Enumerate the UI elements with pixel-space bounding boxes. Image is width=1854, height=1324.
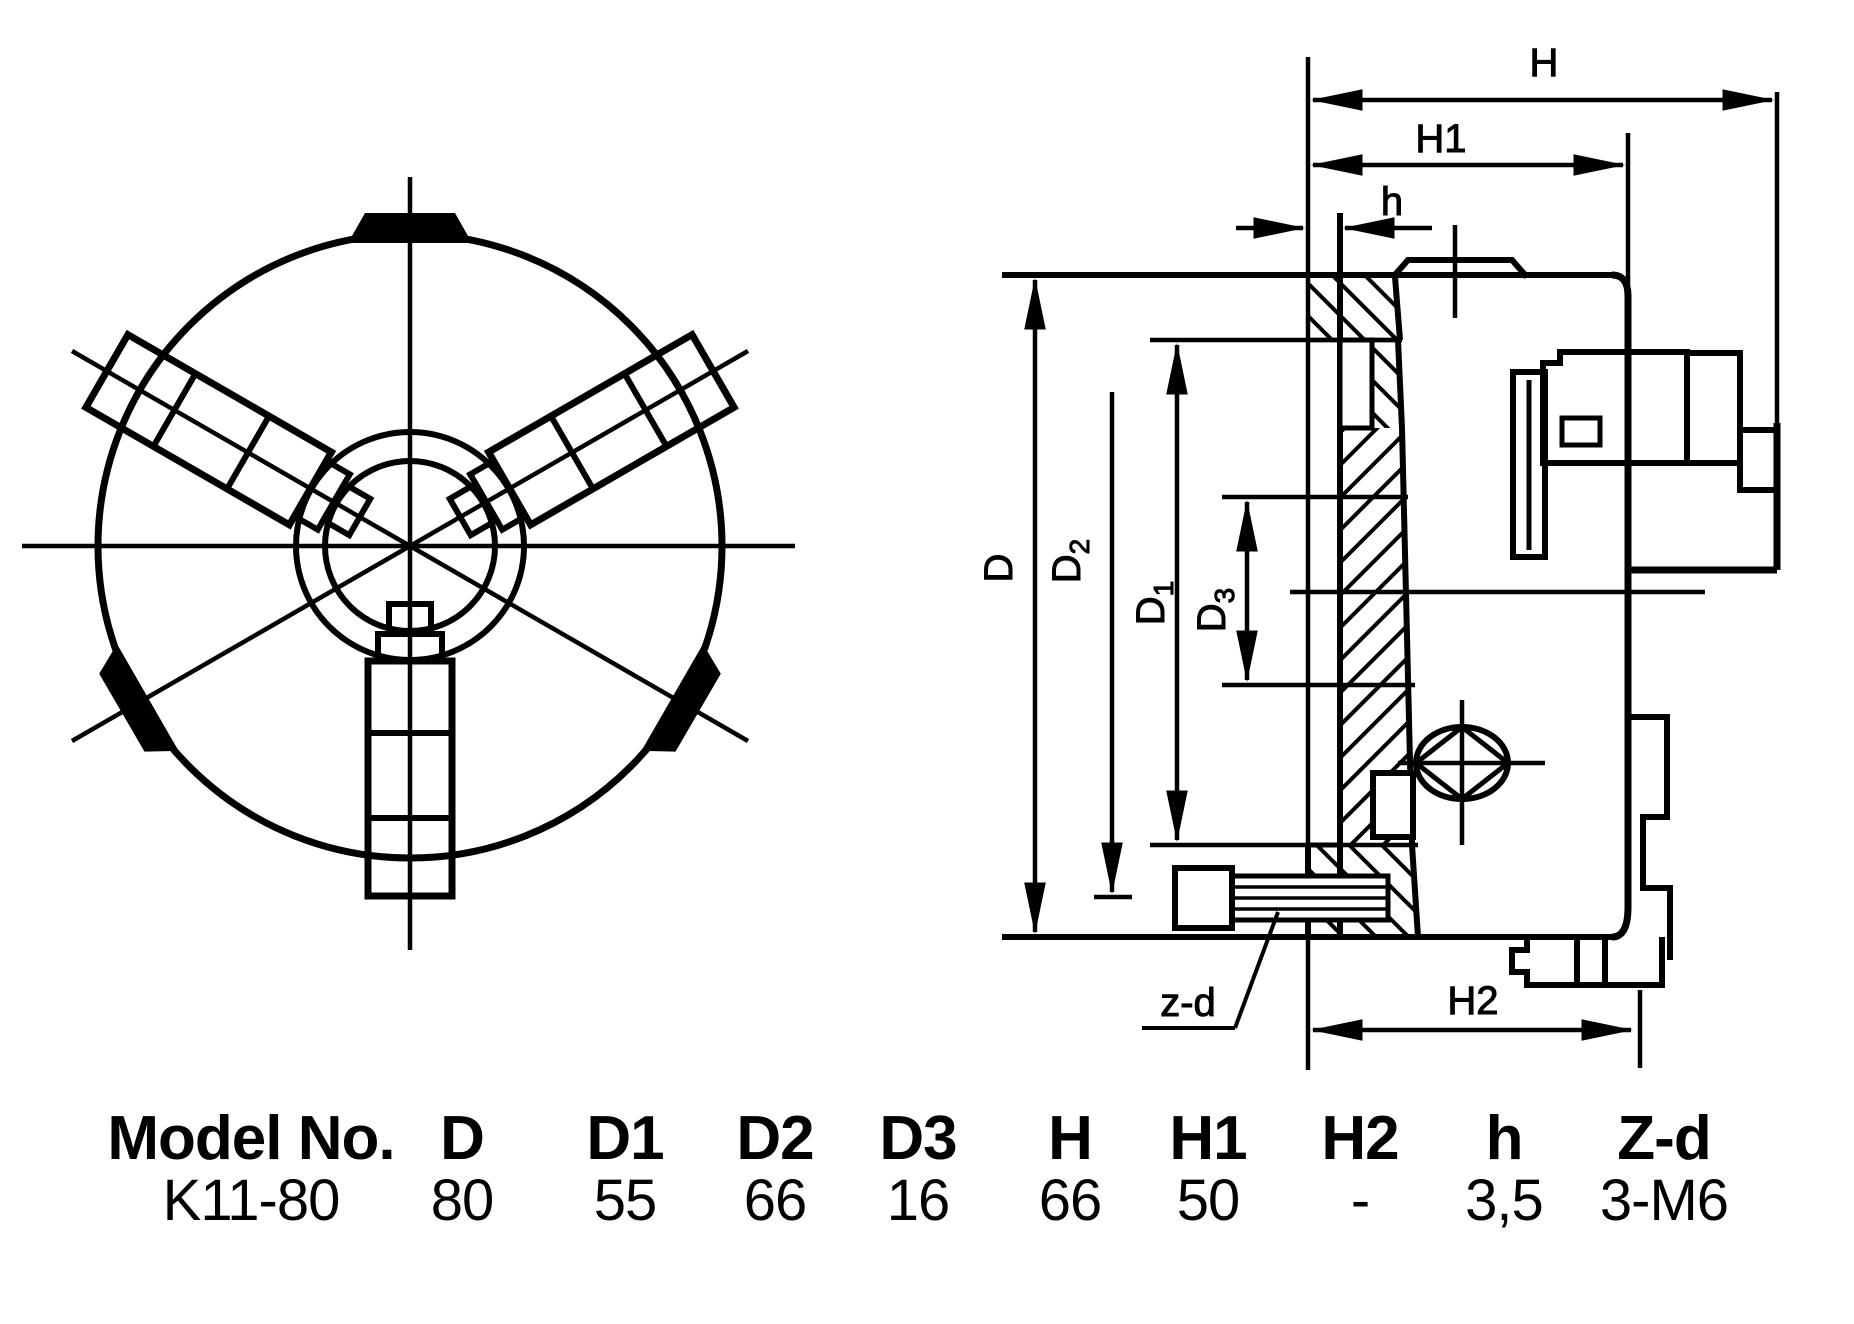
table-header-H1: H1 <box>1169 1104 1247 1173</box>
dim-D3-label: D3 <box>1190 588 1240 632</box>
table-value-Zd: 3-M6 <box>1599 1168 1729 1233</box>
zd-leader <box>1233 911 1280 1029</box>
table-header-model: Model No. <box>107 1104 395 1173</box>
table-header-H: H <box>1048 1104 1093 1173</box>
dim-h-label: h <box>1381 180 1403 224</box>
backplate-foot <box>1509 937 1665 988</box>
dim-H-label: H <box>1530 41 1559 85</box>
table-value-H: 66 <box>1038 1168 1103 1233</box>
dim-D-label: D <box>977 554 1021 583</box>
dimension-lines <box>1024 89 1780 1068</box>
dim-D2-label: D2 <box>1045 539 1095 583</box>
top-jaw-profile <box>1390 257 1530 279</box>
rim-lug-lower-right <box>641 644 721 752</box>
jaw-guide-slot <box>1337 337 1375 431</box>
pinion-socket <box>1398 700 1545 845</box>
rim-lug-top <box>348 213 472 243</box>
section-hatch-jaw-sliver <box>1372 340 1402 428</box>
table-header-D2: D2 <box>736 1104 814 1173</box>
section-hatch-main-band <box>1340 428 1412 845</box>
jaw-upper-right <box>445 329 739 540</box>
front-view <box>22 177 795 950</box>
table-value-D3: 16 <box>886 1168 951 1233</box>
table-header-Zd: Z-d <box>1617 1104 1711 1173</box>
backplate-step-profile <box>1628 714 1673 960</box>
rim-lug-lower-left <box>99 644 179 752</box>
dim-H2-label: H2 <box>1447 979 1498 1023</box>
table-value-H1: 50 <box>1176 1168 1241 1233</box>
section-hatch-top-block <box>1308 277 1400 340</box>
dim-H1-label: H1 <box>1415 117 1466 161</box>
table-value-D1: 55 <box>593 1168 658 1233</box>
jaw-bottom <box>364 601 456 900</box>
locking-screw <box>1172 865 1391 931</box>
table-header-h: h <box>1485 1104 1524 1173</box>
table-header-D1: D1 <box>586 1104 664 1173</box>
table-header-D: D <box>440 1104 485 1173</box>
table-value-h: 3,5 <box>1465 1168 1544 1233</box>
table-value-D: 80 <box>430 1168 495 1233</box>
table-value-H2: - <box>1350 1168 1370 1233</box>
dim-zd-label: z-d <box>1160 981 1216 1025</box>
table-value-model: K11-80 <box>162 1168 341 1233</box>
dim-D1-label: D1 <box>1129 581 1179 625</box>
front-centerline-diagonal-2 <box>70 349 750 743</box>
side-view: H H1 h H2 z-d D D2 D1 D3 <box>977 41 1781 1070</box>
table-header-H2: H2 <box>1321 1104 1399 1173</box>
body-bottom-right-corner <box>1611 906 1632 941</box>
table-value-D2: 66 <box>743 1168 808 1233</box>
body-top-right-corner <box>1611 271 1632 297</box>
jaw-upper-left <box>81 329 375 540</box>
table-header-D3: D3 <box>879 1104 957 1173</box>
section-pocket <box>1370 770 1416 840</box>
rear-jaw-assembly <box>1510 349 1781 574</box>
